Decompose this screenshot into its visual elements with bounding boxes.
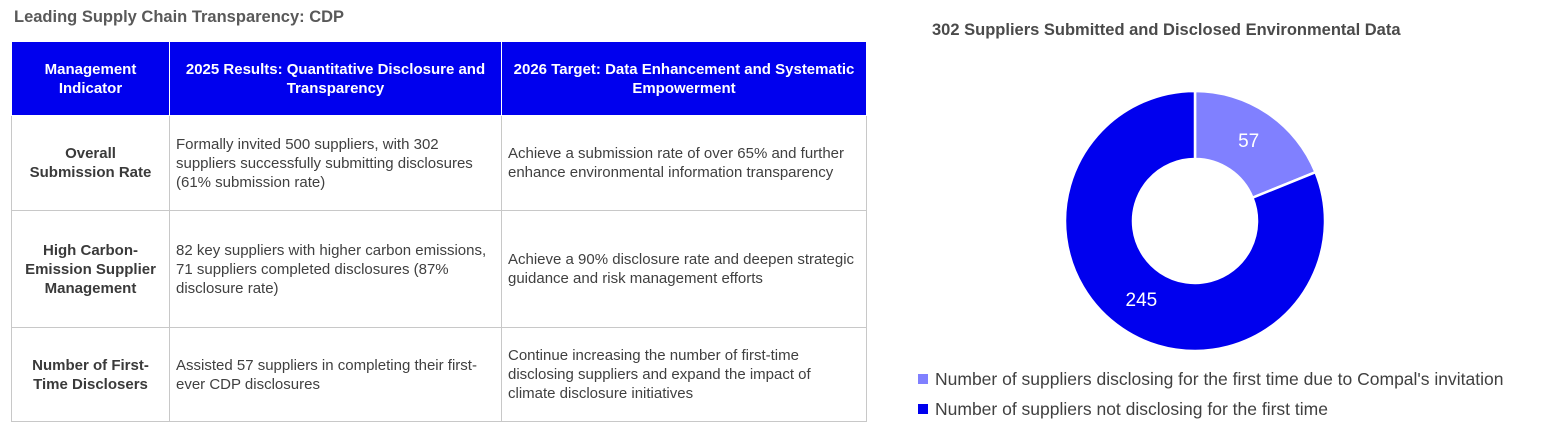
row-results: Formally invited 500 suppliers, with 302…: [169, 115, 502, 211]
chart-title: 302 Suppliers Submitted and Disclosed En…: [932, 21, 1401, 39]
header-results: 2025 Results: Quantitative Disclosure an…: [169, 41, 502, 116]
donut-slice: [1063, 89, 1327, 353]
table-row: Number of First-Time Disclosers Assisted…: [11, 327, 867, 422]
legend-swatch: [918, 374, 928, 384]
header-indicator: Management Indicator: [11, 41, 170, 116]
legend-item-first-time: Number of suppliers disclosing for the f…: [918, 364, 1503, 394]
row-indicator: High Carbon-Emission Supplier Management: [11, 210, 170, 328]
page-title: Leading Supply Chain Transparency: CDP: [14, 8, 345, 26]
row-target: Continue increasing the number of first-…: [501, 327, 867, 422]
table-row: High Carbon-Emission Supplier Management…: [11, 210, 867, 328]
legend-swatch: [918, 404, 928, 414]
donut-slice: [1193, 89, 1318, 200]
header-target: 2026 Target: Data Enhancement and System…: [501, 41, 867, 116]
legend-label: Number of suppliers not disclosing for t…: [935, 398, 1328, 419]
row-results: Assisted 57 suppliers in completing thei…: [169, 327, 502, 422]
chart-legend: Number of suppliers disclosing for the f…: [918, 364, 1503, 424]
legend-item-not-first-time: Number of suppliers not disclosing for t…: [918, 394, 1503, 424]
row-target: Achieve a submission rate of over 65% an…: [501, 115, 867, 211]
donut-data-label: 245: [1126, 290, 1158, 311]
donut-data-label: 57: [1238, 131, 1259, 152]
row-indicator: Number of First-Time Disclosers: [11, 327, 170, 422]
row-target: Achieve a 90% disclosure rate and deepen…: [501, 210, 867, 328]
donut-chart: 57 245: [1063, 89, 1327, 353]
table-row: Overall Submission Rate Formally invited…: [11, 115, 867, 211]
row-indicator: Overall Submission Rate: [11, 115, 170, 211]
table-header-row: Management Indicator 2025 Results: Quant…: [11, 41, 867, 116]
row-results: 82 key suppliers with higher carbon emis…: [169, 210, 502, 328]
cdp-table: Management Indicator 2025 Results: Quant…: [11, 41, 867, 422]
legend-label: Number of suppliers disclosing for the f…: [935, 368, 1504, 389]
